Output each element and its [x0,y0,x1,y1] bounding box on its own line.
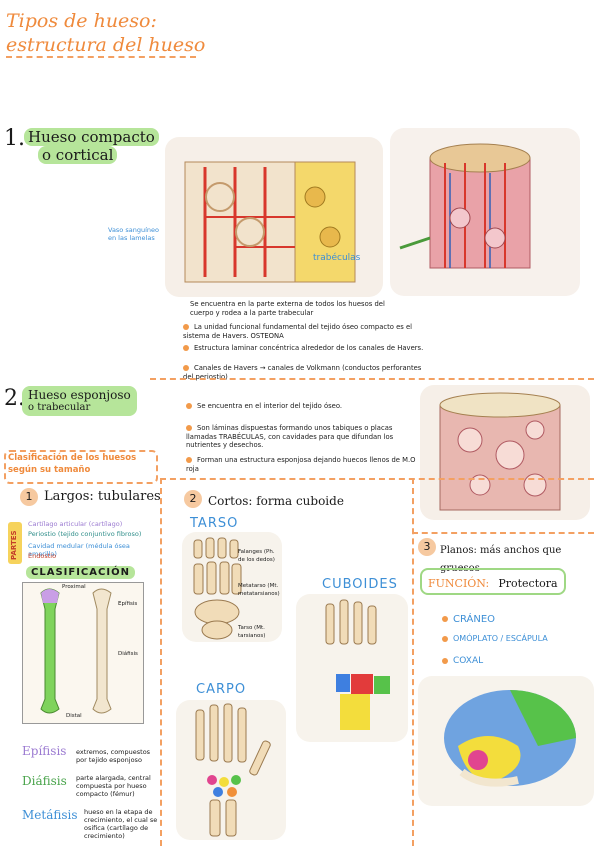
bone-label-proximal: Proximal [62,584,86,590]
section2-title-box: Hueso esponjoso o trabecular [22,386,137,416]
parts-label: PARTES [10,530,18,560]
example-0-row: CRÁNEO [442,614,495,625]
example-0: CRÁNEO [453,614,496,625]
largos-title: Largos: tubulares [44,489,161,504]
title-underline [6,56,196,58]
tarso-label-2: Tarso (Mt. tarsianos) [238,625,266,639]
s1-bullet-2-row: Estructura laminar concéntrica alrededor… [183,344,433,353]
cortos-title: Cortos: forma cuboide [208,494,344,508]
tarso-illustration [182,532,282,642]
section1-title-highlight: Hueso compacto [24,128,159,146]
spongy-bone-illustration [420,385,590,520]
s1-bullet-3: Canales de Havers → canales de Volkmann … [183,364,422,381]
largos-subtitle: CLASIFICACIÓN [26,566,135,579]
s2-bullet-2-row: Forman una estructura esponjosa dejando … [186,456,426,473]
bullet-dot [442,657,448,664]
cuboides-illustration [296,594,408,742]
carpo-label: CARPO [196,682,247,697]
s1-bullet-1: La unidad funcional fundamental del teji… [183,323,413,340]
page-title-line1: Tipos de hueso: [6,10,157,32]
bullet-dot [183,345,189,351]
column-divider [160,478,162,846]
section2-title-line2: o trabecular [28,402,91,413]
section-divider [412,532,594,534]
tarso-label-1: Metatarso (Mt. metatarsianos) [238,583,280,597]
bone-label-distal: Distal [66,713,82,719]
bone-label-diafisis: Diáfisis [118,651,138,657]
largos-number: 1 [20,488,38,506]
function-label: FUNCIÓN: [428,577,490,590]
section1-side-note: Vaso sanguíneo en las lamelas [108,226,159,242]
example-2: COXAL [453,656,484,666]
section-divider [150,378,594,380]
section1-title2-highlight: o cortical [38,146,118,164]
tarso-label: TARSO [190,516,239,531]
s1-bullet-3-row: Canales de Havers → canales de Volkmann … [183,364,433,381]
bullet-dot [186,425,192,431]
cortos-number: 2 [184,490,202,508]
section-divider [160,478,594,480]
carpo-illustration [176,700,286,840]
osteon-cylinder-illustration [390,128,580,296]
parts-label-box: PARTES [8,522,22,564]
bullet-dot [183,324,189,330]
classification-box [4,450,158,484]
section2-number: 2. [4,386,25,411]
svg-text:trabéculas: trabéculas [313,252,361,263]
part-3: Endostio [28,552,57,560]
s2-bullet-0-row: Se encuentra en el interior del tejido ó… [186,402,414,411]
part-2: Cavidad medular (médula ósea amarilla) [28,542,130,558]
s2-bullet-1-row: Son láminas dispuestas formando unos tab… [186,424,418,450]
section2-title-line1: Hueso esponjoso [28,388,131,402]
term-epifisis: Epífisis [22,744,67,758]
column-divider [412,478,414,846]
bone-label-epifisis: Epífisis [118,601,138,607]
s2-bullet-1: Son láminas dispuestas formando unos tab… [186,424,394,449]
example-1-row: OMÓPLATO / ESCÁPULA [442,634,548,643]
classification-title-line1: Clasificación de los huesos [8,453,137,463]
s1-bullet-0: Se encuentra en la parte externa de todo… [190,300,385,317]
compact-bone-illustration: trabéculas [165,137,383,297]
bullet-dot [183,365,189,371]
long-bone-illustration [22,582,144,724]
section1-title-line1: Hueso compacto [24,128,159,146]
part-0: Cartílago articular (cartílago) [28,520,123,528]
term-metafisis: Metáfisis [22,808,78,822]
function-box: FUNCIÓN: Protectora [420,568,566,595]
part-1: Periostio (tejido conjuntivo fibroso) [28,530,142,538]
term-epifisis-desc: extremos, compuestos por tejido esponjos… [76,748,151,764]
s2-bullet-0: Se encuentra en el interior del tejido ó… [197,402,343,410]
example-1: OMÓPLATO / ESCÁPULA [453,634,548,643]
term-metafisis-desc: hueso en la etapa de crecimiento, el cua… [84,808,158,840]
cuboides-label: CUBOIDES [322,577,398,592]
planos-number: 3 [418,538,436,556]
page-title-line2: estructura del hueso [6,34,206,56]
section1-number: 1. [4,126,25,151]
s2-bullet-2: Forman una estructura esponjosa dejando … [186,456,416,473]
bullet-dot [442,635,448,642]
term-diafisis-desc: parte alargada, central compuesta por hu… [76,774,151,798]
bullet-dot [186,403,192,409]
term-diafisis: Diáfisis [22,774,67,788]
bullet-dot [186,457,192,463]
s1-bullet-2: Estructura laminar concéntrica alrededor… [194,344,424,352]
function-value: Protectora [498,577,558,590]
example-2-row: COXAL [442,656,483,666]
tarso-label-0: Falanges (Ph. de los dedos) [238,549,275,563]
bullet-dot [442,616,448,622]
skull-illustration [418,676,594,806]
s1-bullet-1-row: La unidad funcional fundamental del teji… [183,323,433,340]
section1-title-line2: o cortical [38,146,118,164]
classification-title-line2: según su tamaño [8,465,91,475]
